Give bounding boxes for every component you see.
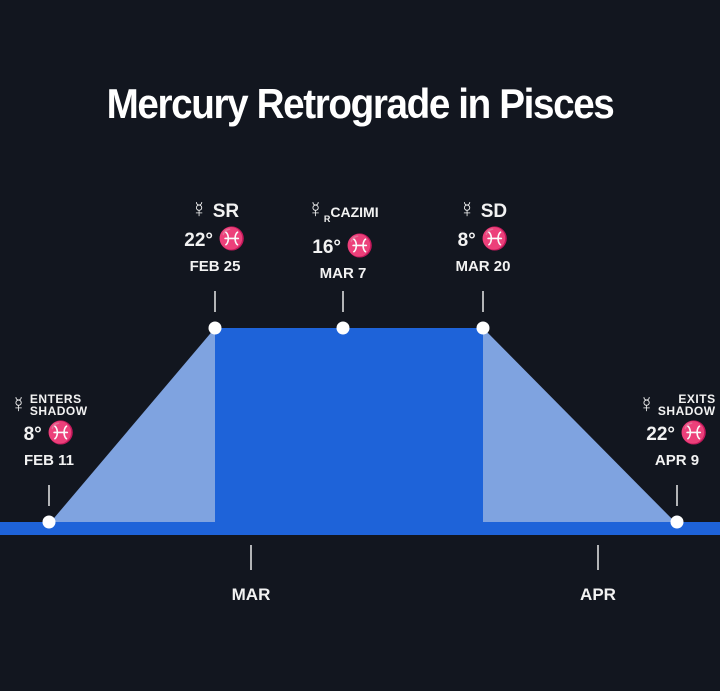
mercury-icon: ☿: [307, 197, 324, 222]
event-label: ENTERS: [29, 392, 82, 406]
pisces-icon: ♓: [481, 226, 509, 251]
event-cazimi: ☿RCAZIMI 16° ♓ MAR 7: [283, 198, 403, 285]
event-dot: [208, 321, 222, 335]
event-station-direct: ☿ SD 8° ♓ MAR 20: [423, 198, 543, 278]
pisces-icon: ♓: [218, 226, 246, 251]
post-shadow-area: [483, 328, 677, 524]
event-date: MAR 7: [319, 264, 367, 282]
retrograde-marker: R: [323, 213, 331, 224]
event-label: EXITS: [678, 392, 716, 406]
event-dot: [670, 515, 684, 529]
event-date: FEB 11: [23, 452, 75, 469]
mercury-icon: ☿: [638, 392, 655, 417]
pisces-icon: ♓: [346, 232, 374, 258]
event-label: SD: [480, 201, 508, 222]
event-degree: 22°: [184, 230, 214, 251]
event-station-retrograde: ☿ SR 22° ♓ FEB 25: [155, 198, 275, 278]
event-date: APR 9: [654, 452, 700, 469]
event-label: SR: [212, 201, 240, 222]
event-label: SHADOW: [657, 404, 716, 418]
diagram-title: Mercury Retrograde in Pisces: [106, 80, 615, 127]
mercury-icon: ☿: [458, 197, 476, 222]
event-degree: 8°: [457, 230, 476, 251]
event-dot: [336, 321, 350, 335]
event-dot: [42, 515, 56, 529]
pisces-icon: ♓: [680, 420, 708, 445]
event-label: SHADOW: [29, 404, 88, 418]
month-label-mar: MAR: [231, 585, 271, 604]
month-label-apr: APR: [580, 585, 616, 604]
pre-shadow-area: [49, 328, 215, 524]
event-dot: [476, 321, 490, 335]
mercury-icon: ☿: [10, 392, 27, 417]
event-degree: 16°: [312, 236, 342, 258]
pisces-icon: ♓: [47, 420, 75, 445]
retrograde-period: [215, 328, 483, 534]
event-degree: 8°: [23, 424, 42, 445]
event-degree: 22°: [646, 424, 676, 445]
event-label: CAZIMI: [330, 204, 379, 220]
event-date: MAR 20: [455, 258, 511, 275]
timeline-bar: [0, 522, 720, 535]
event-date: FEB 25: [189, 258, 241, 275]
mercury-icon: ☿: [190, 197, 208, 222]
